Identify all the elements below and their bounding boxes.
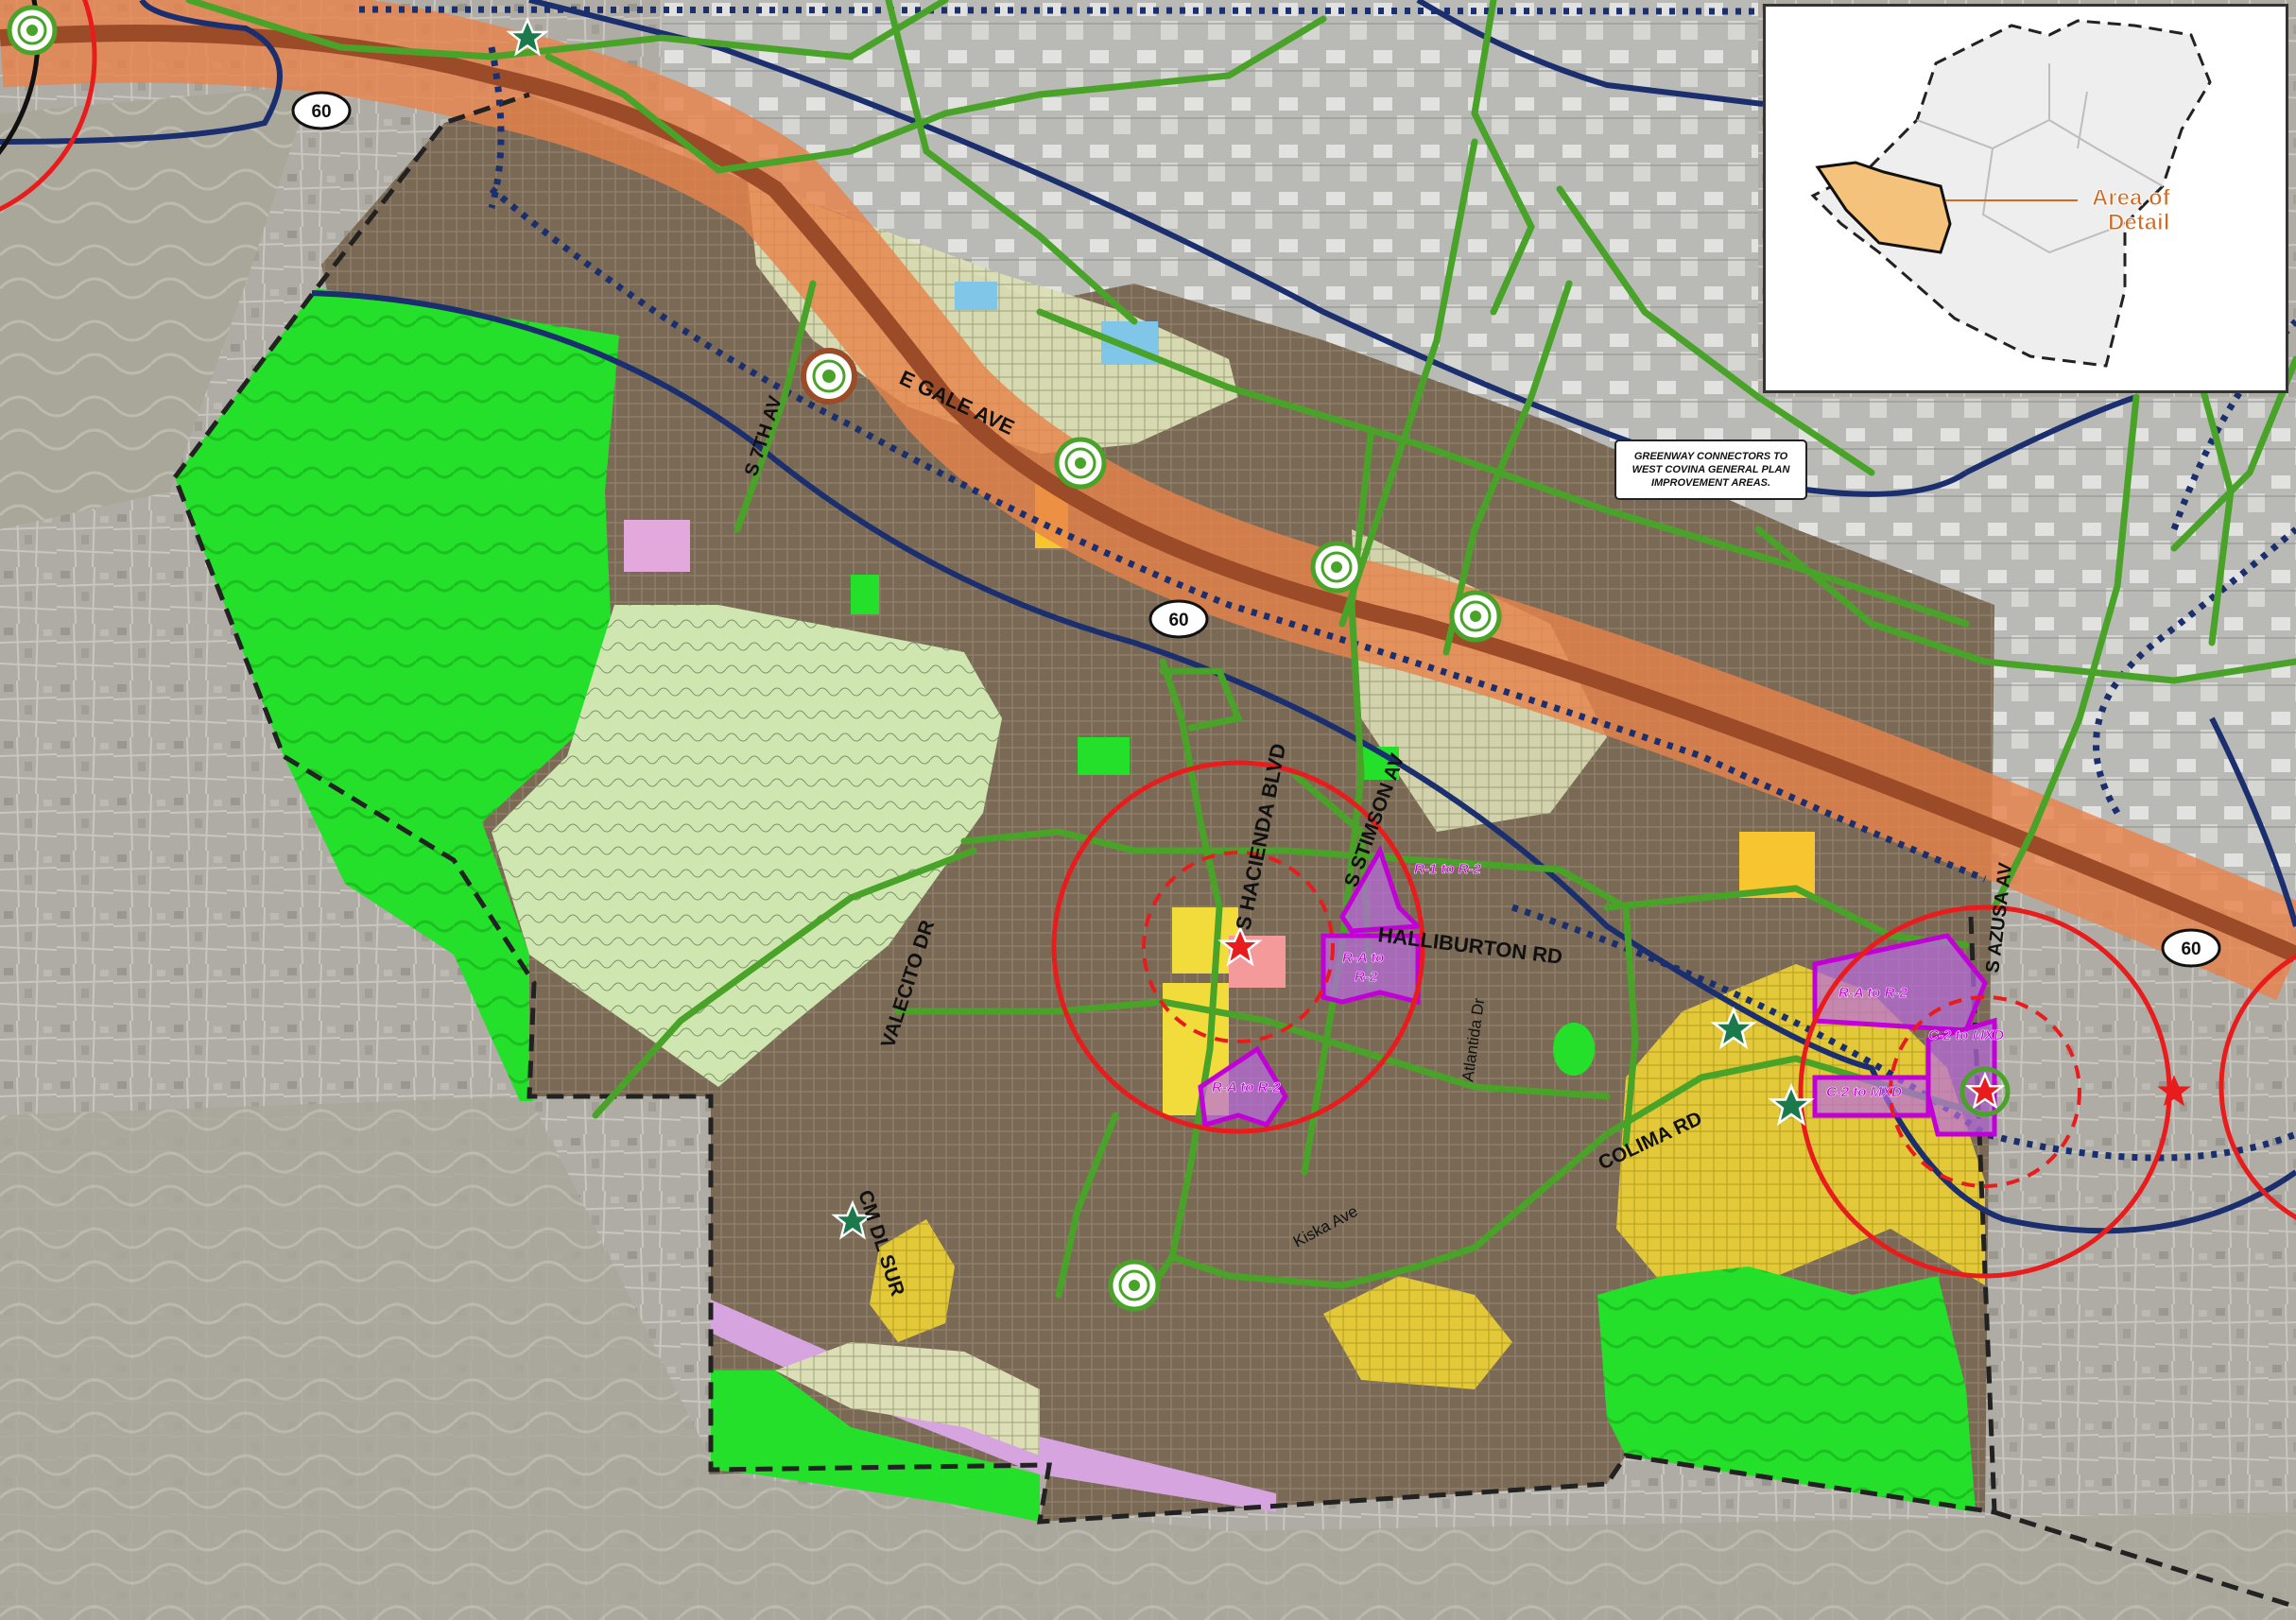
- red-star-icon: [1217, 924, 1263, 967]
- commercial-yellow-1: [1739, 832, 1815, 898]
- rezone-c2-mxd-2: [1812, 1075, 1931, 1118]
- commercial-lavender-north: [624, 520, 690, 572]
- southern-hills: [0, 1096, 2296, 1620]
- park-small: [851, 575, 879, 614]
- green-star-icon: [831, 1199, 874, 1240]
- rezoning-areas: [1198, 844, 1997, 1137]
- rezone-label-ra-r2-c: R-A to R-2: [1839, 985, 1908, 1001]
- yellow-residential-sw: [870, 1219, 955, 1342]
- inset-map-svg: Area of Detail: [1766, 7, 2286, 390]
- red-star-icon: [2157, 1075, 2191, 1107]
- rezone-label-r1-r2: R-1 to R-2: [1414, 861, 1481, 877]
- route-shield-icon: 60: [291, 91, 352, 130]
- green-star-icon: [506, 16, 549, 57]
- inset-locator-map: Area of Detail: [1763, 4, 2288, 393]
- yellow-residential-east: [1616, 964, 1985, 1285]
- trailhead-stars: [506, 16, 1815, 1240]
- dotted-line-colima: [1511, 904, 2296, 1162]
- dotted-line-halliburton: [489, 186, 1987, 883]
- rezone-ra-r2-halliburton: [1321, 933, 1421, 1006]
- red-star-icon: [1964, 1071, 2006, 1110]
- green-ring-icon: [1310, 541, 1363, 594]
- plan-area-boundary: [172, 92, 1997, 1525]
- hillside-terrain: [0, 85, 312, 529]
- shield-text: 60: [2181, 939, 2201, 959]
- open-space-south-band: [711, 1370, 1040, 1522]
- open-space-southeast: [1597, 1267, 1976, 1512]
- greenway-note-text: GREENWAY CONNECTORS TO WEST COVINA GENER…: [1631, 451, 1790, 489]
- park-center: [1078, 737, 1130, 775]
- green-ring-icon: [801, 348, 857, 405]
- station-ring-hacienda-inner: [1142, 851, 1335, 1043]
- rezone-label-c2-mxd-b: C-2 to MXD: [1826, 1084, 1902, 1100]
- station-ring-azusa-inner: [1889, 995, 2081, 1188]
- plan-area-residential: [321, 95, 1994, 1522]
- shield-text: 60: [311, 102, 331, 122]
- transit-line-industrial: [528, 0, 1968, 497]
- hillside-residential: [492, 605, 1002, 1087]
- rezone-ra-r2-south: [1198, 1045, 1288, 1129]
- station-ring-east: [2218, 954, 2296, 1220]
- inset-area-of-detail: [1815, 161, 1952, 254]
- greenway-nodes: [7, 5, 2011, 1312]
- transit-line-north: [0, 0, 283, 145]
- inset-internal-lines: [1916, 63, 2164, 254]
- lavender-band-south: [711, 1300, 1276, 1512]
- route-shield-icon: 60: [2161, 928, 2221, 968]
- green-ring-icon: [1054, 437, 1107, 490]
- park-atlantida: [1553, 1023, 1595, 1076]
- rezoning-labels: R-1 to R-2 R-A to R-2 R-A to R-2 R-A to …: [1212, 861, 2005, 1101]
- green-ring-icon: [1108, 1259, 1161, 1312]
- commercial-blue-2: [955, 282, 997, 310]
- green-ring-icon: [1959, 1066, 2011, 1117]
- rezone-label-c2-mxd-a: C-2 to MXD: [1928, 1027, 2004, 1043]
- rezone-r1-r2: [1339, 844, 1424, 934]
- inset-area-label-2: Detail: [2108, 210, 2169, 235]
- green-ring-icon: [1449, 590, 1502, 643]
- dotted-line-north: [358, 6, 1759, 209]
- station-stars: [1217, 924, 2191, 1110]
- transit-line-east: [1964, 394, 2296, 927]
- rezone-label-ra-r2-a2: R-2: [1355, 969, 1378, 985]
- station-ring-northwest: [0, 0, 97, 212]
- rezone-label-ra-r2-a1: R-A to: [1342, 950, 1384, 966]
- green-star-icon: [1768, 1082, 1815, 1127]
- transit-line-main: [311, 290, 2296, 1234]
- shield-text: 60: [1168, 611, 1188, 630]
- green-ring-icon: [7, 5, 58, 56]
- inset-area-label-1: Area of: [2092, 185, 2171, 211]
- green-star-icon: [1710, 1006, 1757, 1050]
- yellow-residential-south: [1323, 1276, 1512, 1389]
- open-space-west: [175, 288, 619, 1101]
- light-residential-south: [775, 1342, 1040, 1456]
- rezone-label-ra-r2-b: R-A to R-2: [1212, 1079, 1281, 1095]
- greenway-note-callout: GREENWAY CONNECTORS TO WEST COVINA GENER…: [1614, 439, 1807, 500]
- inset-city-outline: [1810, 19, 2212, 368]
- freeway-60: [0, 25, 2296, 963]
- route-shield-icon: 60: [1148, 599, 1209, 639]
- station-ring-hacienda: [1051, 760, 1425, 1134]
- greenway-network: [185, 0, 2296, 1299]
